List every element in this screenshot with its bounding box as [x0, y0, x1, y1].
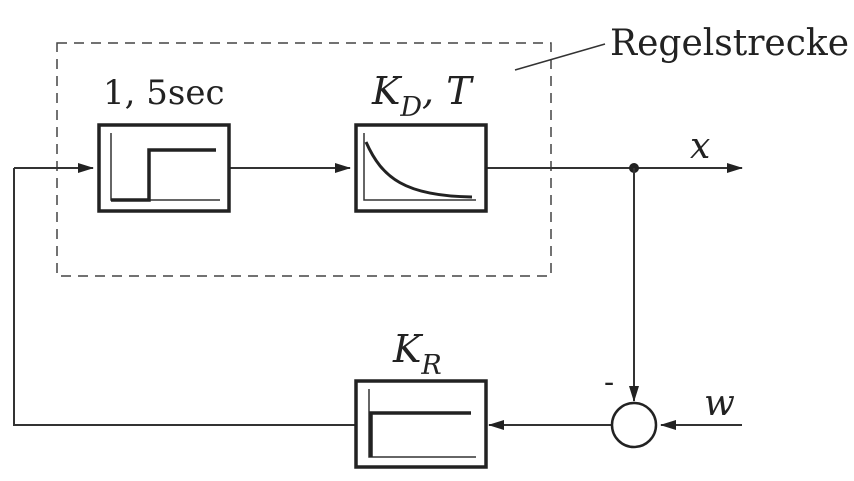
- lag-block-label-tail: , T: [422, 69, 474, 113]
- delay-block: [97, 123, 231, 213]
- delay-block-label: 1, 5sec: [103, 73, 225, 113]
- exponential-decay-icon: [363, 133, 476, 201]
- lag-block-label-main: K: [371, 69, 403, 113]
- step-icon: [368, 389, 476, 458]
- output-label: x: [690, 126, 710, 167]
- minus-sign: -: [604, 365, 614, 400]
- reference-label: w: [704, 383, 735, 424]
- lag-block-label: KD, T: [371, 69, 474, 123]
- controller-block: [354, 379, 488, 469]
- plant-region-leader: [514, 43, 606, 71]
- controller-label-main: K: [392, 327, 424, 371]
- lag-block-label-sub: D: [399, 92, 422, 123]
- plant-region-label: Regelstrecke: [610, 23, 849, 64]
- step-response-icon: [110, 133, 220, 202]
- controller-to-input-wire: [13, 168, 356, 426]
- summing-junction: [610, 401, 658, 449]
- controller-label: KR: [392, 327, 442, 381]
- plant-region-border: [56, 42, 552, 277]
- controller-label-sub: R: [420, 350, 441, 381]
